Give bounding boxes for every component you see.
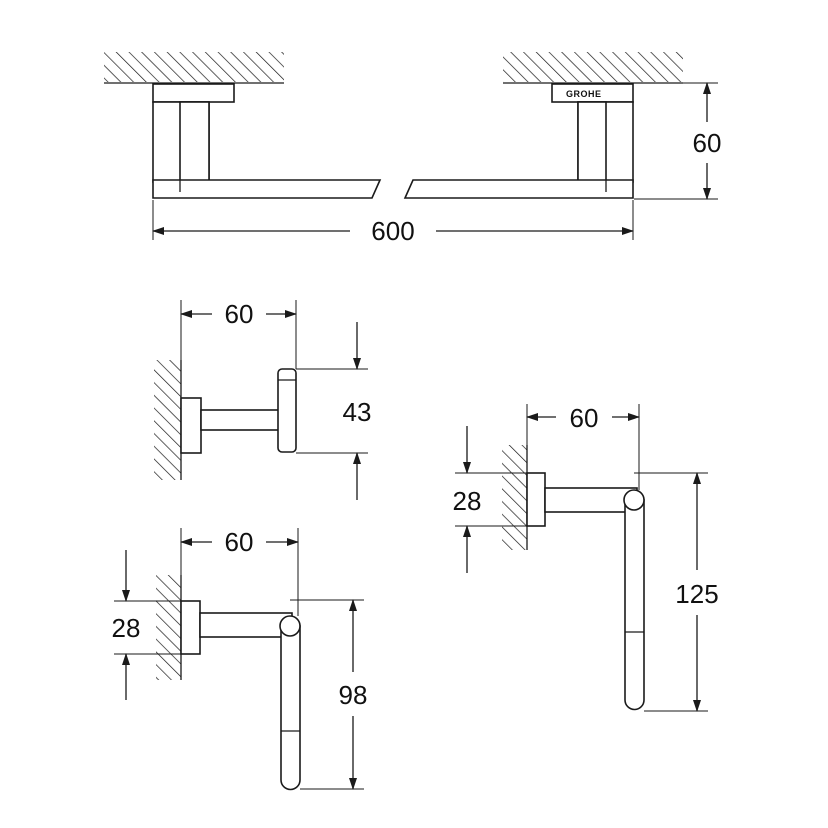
towel-bar-view: GROHE 600 60 (104, 52, 721, 246)
ring-holder-length-label: 125 (675, 579, 718, 609)
ring-holder-plate-label: 28 (453, 486, 482, 516)
towel-bar-projection-label: 60 (693, 128, 722, 158)
ring-holder-projection-label: 60 (570, 403, 599, 433)
paper-holder-plate-label: 28 (112, 613, 141, 643)
brand-logo: GROHE (566, 89, 602, 99)
ceiling-hatch-left (104, 52, 284, 82)
paper-holder-view: 60 28 98 (112, 527, 368, 791)
robe-hook-height-label: 43 (343, 397, 372, 427)
ring-holder-view: 60 28 125 (453, 403, 719, 712)
ceiling-hatch-right (503, 52, 683, 82)
towel-bar-length-label: 600 (371, 216, 414, 246)
wall-hatch-paper (156, 575, 181, 680)
paper-holder-length-label: 98 (339, 680, 368, 710)
paper-holder-projection-label: 60 (225, 527, 254, 557)
robe-hook-view: 60 43 (154, 299, 371, 500)
robe-hook-projection-label: 60 (225, 299, 254, 329)
wall-hatch-ring (502, 445, 527, 550)
wall-hatch-hook (154, 360, 181, 480)
